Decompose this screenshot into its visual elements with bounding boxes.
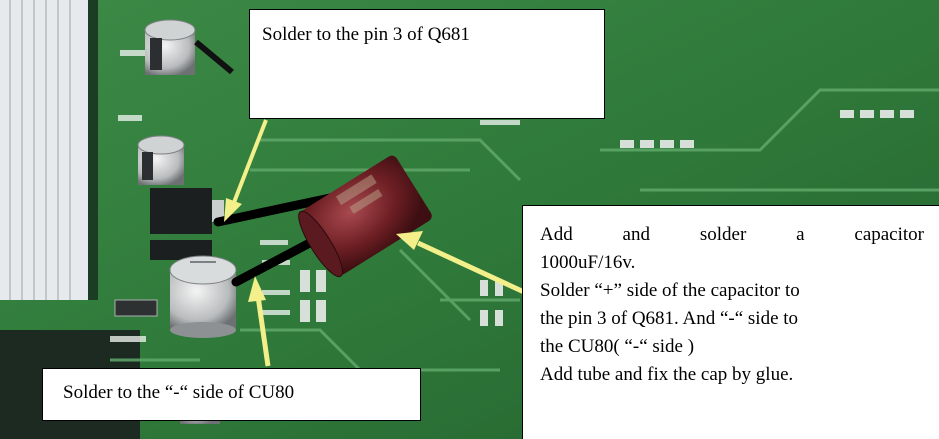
instruction-line-3: Solder “+” side of the capacitor to: [540, 280, 800, 301]
callout-solder-cu80: Solder to the “-“ side of CU80: [42, 368, 421, 421]
wire-to-q681: [213, 193, 335, 227]
small-component-bottom: [114, 299, 158, 317]
instruction-line-5: the CU80( “-“ side ): [540, 336, 695, 357]
regulator-tab-upper: [212, 200, 224, 222]
ribbon-cable-stripes: [9, 0, 71, 300]
callout-solder-q681-text: Solder to the pin 3 of Q681: [262, 24, 470, 45]
arrow-to-capacitor: [396, 231, 526, 295]
capacitor-cu80: [169, 255, 237, 338]
callout-add-capacitor: Add and solder a capacitor 1000uF/16v. S…: [522, 205, 939, 439]
callout-solder-q681: Solder to the pin 3 of Q681: [249, 9, 605, 119]
added-capacitor-1000uf: [298, 155, 432, 278]
pcb-traces: [110, 88, 939, 372]
ribbon-cable-shadow: [88, 0, 98, 300]
instruction-line-2: 1000uF/16v.: [540, 252, 636, 273]
regulator-chip-upper: [150, 188, 212, 234]
callout-solder-cu80-text: Solder to the “-“ side of CU80: [63, 382, 295, 403]
arrow-to-cu80-minus: [248, 276, 271, 367]
small-capacitor-top: [144, 19, 196, 75]
instruction-line-6: Add tube and fix the cap by glue.: [540, 364, 794, 385]
black-wire-top: [194, 39, 234, 75]
regulator-chip-lower: [150, 240, 212, 260]
instruction-line-1: Add and solder a capacitor: [540, 224, 924, 245]
instruction-line-4: the pin 3 of Q681. And “-“ side to: [540, 308, 799, 329]
arrow-to-pin3-q681: [224, 119, 268, 222]
ribbon-cable: [0, 0, 88, 300]
smd-components: [300, 110, 914, 326]
small-capacitor-middle: [137, 135, 185, 185]
